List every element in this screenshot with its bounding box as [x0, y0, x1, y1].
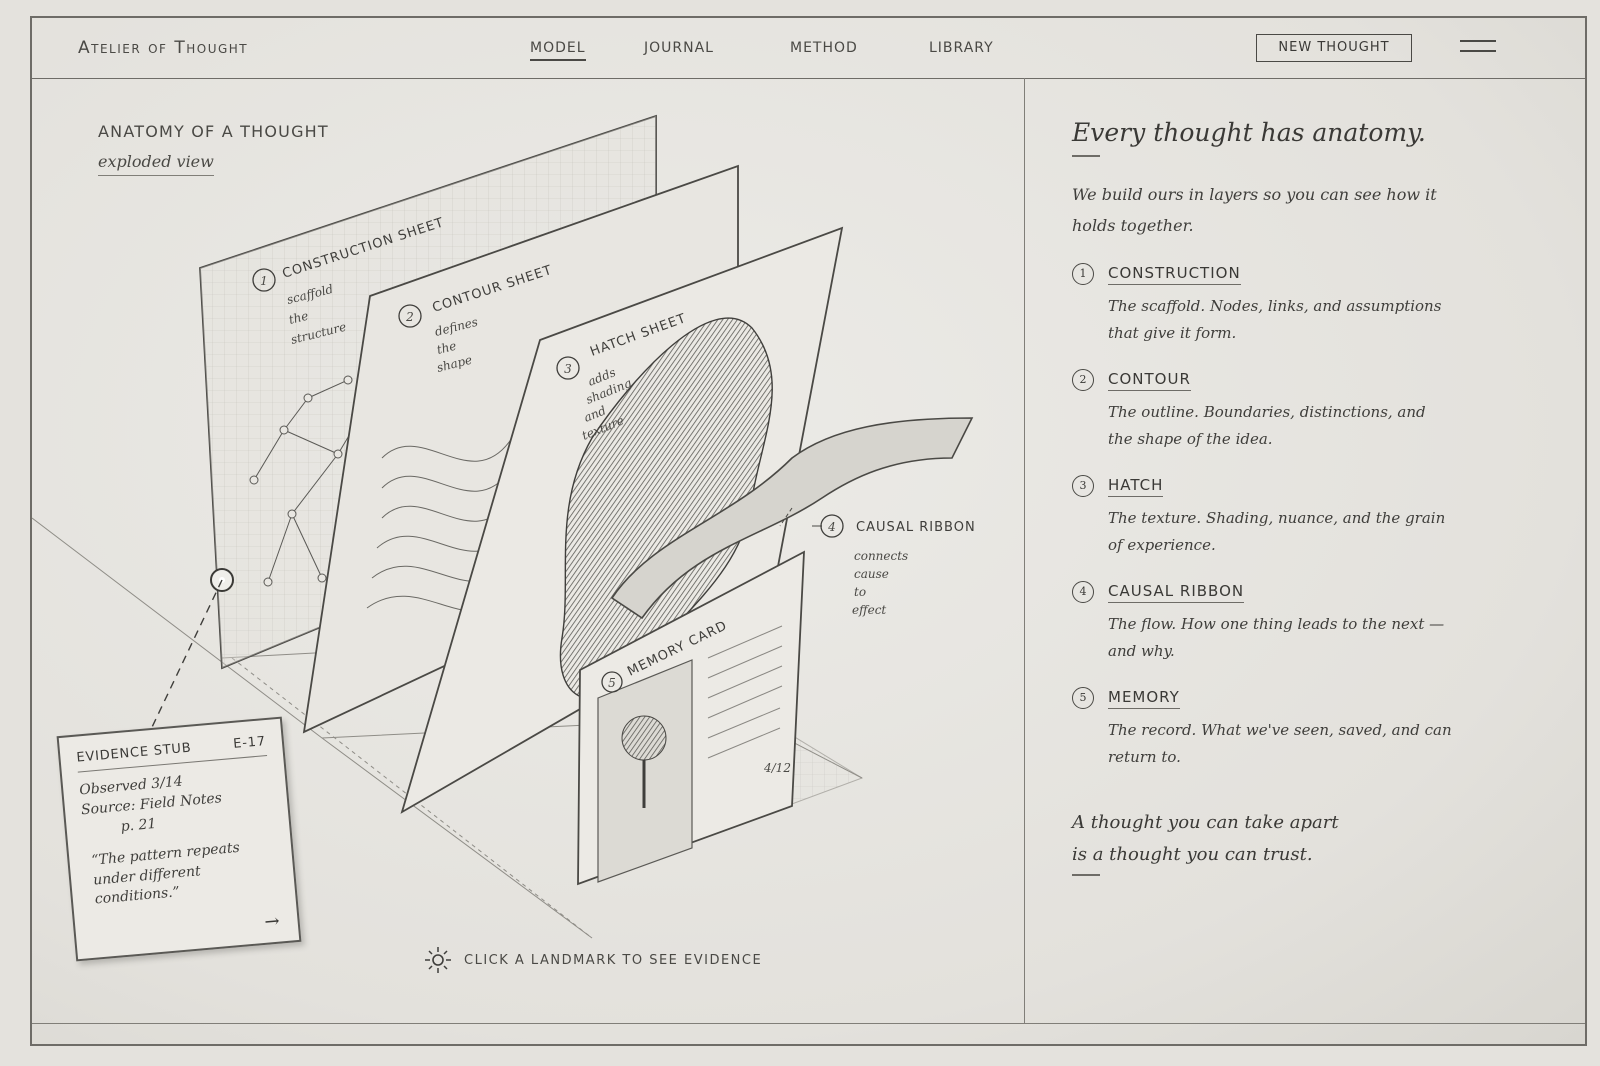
bottom-rule: [32, 1023, 1585, 1024]
layer-description: The record. What we've seen, saved, and …: [1108, 721, 1452, 767]
memory-card[interactable]: [577, 550, 805, 886]
closing-line-2: is a thought you can trust.: [1072, 843, 1313, 865]
layer-description: The outline. Boundaries, distinctions, a…: [1108, 403, 1426, 449]
layer-item-construction[interactable]: 1 Construction The scaffold. Nodes, link…: [1072, 263, 1452, 347]
evidence-stub-card[interactable]: Evidence Stub E-17 Observed 3/14 Source:…: [56, 716, 302, 962]
evidence-next-arrow-icon[interactable]: →: [263, 910, 281, 933]
nav-link-library[interactable]: Library: [929, 40, 994, 56]
layer-number: 2: [1072, 369, 1094, 392]
layer-title[interactable]: Contour: [1108, 370, 1191, 392]
layer-item-memory[interactable]: 5 Memory The record. What we've seen, sa…: [1072, 687, 1452, 771]
nav-link-method[interactable]: Method: [790, 40, 858, 56]
evidence-leader-line: [143, 579, 223, 745]
svg-text:connects: connects: [854, 549, 908, 563]
landmark-hint-text: Click a landmark to see evidence: [464, 952, 763, 968]
svg-text:3: 3: [564, 362, 572, 376]
anatomy-panel: Every thought has anatomy. We build ours…: [1072, 118, 1452, 877]
panel-intro: We build ours in layers so you can see h…: [1072, 185, 1437, 236]
sheet-label-4: 4 Causal Ribbon connects cause to effect: [812, 514, 976, 617]
svg-text:4: 4: [827, 520, 836, 534]
sun-icon: [425, 947, 451, 973]
svg-text:1: 1: [260, 274, 268, 288]
layer-number: 5: [1072, 687, 1094, 710]
layer-description: The scaffold. Nodes, links, and assumpti…: [1108, 297, 1442, 343]
diagram-subtitle: exploded view: [98, 152, 214, 176]
closing-statement: A thought you can take apart is a though…: [1072, 807, 1452, 870]
exploded-diagram: 1 Construction Sheet scaffold the struct…: [32, 114, 976, 939]
layer-title[interactable]: Hatch: [1108, 476, 1164, 498]
nav-link-journal[interactable]: Journal: [644, 40, 714, 56]
svg-text:effect: effect: [852, 603, 886, 617]
new-thought-button[interactable]: New Thought: [1256, 34, 1412, 62]
evidence-stub-title: Evidence Stub: [75, 740, 193, 766]
causal-ribbon[interactable]: [610, 417, 974, 620]
svg-text:Causal Ribbon: Causal Ribbon: [856, 520, 976, 535]
svg-text:to: to: [854, 585, 866, 599]
closing-rule: [1072, 874, 1100, 877]
page-frame: Atelier of Thought Model Journal Method …: [30, 16, 1587, 1046]
layer-title[interactable]: Construction: [1108, 264, 1241, 286]
layer-title[interactable]: Memory: [1108, 688, 1180, 710]
svg-text:the: the: [287, 309, 309, 327]
layer-description: The texture. Shading, nuance, and the gr…: [1108, 509, 1446, 555]
layer-item-causal-ribbon[interactable]: 4 Causal Ribbon The flow. How one thing …: [1072, 581, 1452, 665]
svg-text:the: the: [435, 339, 457, 357]
column-divider: [1024, 78, 1025, 1024]
hatch-sheet[interactable]: [400, 226, 844, 814]
panel-headline: Every thought has anatomy.: [1072, 118, 1426, 147]
layer-item-contour[interactable]: 2 Contour The outline. Boundaries, disti…: [1072, 369, 1452, 453]
svg-text:2: 2: [405, 310, 414, 324]
nav-link-model[interactable]: Model: [530, 40, 586, 61]
svg-text:4/12: 4/12: [763, 761, 791, 775]
top-nav: Atelier of Thought Model Journal Method …: [32, 18, 1585, 79]
svg-text:cause: cause: [854, 567, 889, 581]
hamburger-menu-icon[interactable]: [1460, 40, 1496, 56]
layer-number: 4: [1072, 581, 1094, 604]
closing-line-1: A thought you can take apart: [1072, 812, 1339, 834]
diagram-title: Anatomy of a Thought: [98, 122, 329, 141]
layer-description: The flow. How one thing leads to the nex…: [1108, 615, 1445, 661]
svg-text:5: 5: [608, 676, 616, 690]
layer-number: 1: [1072, 263, 1094, 286]
headline-rule: [1072, 155, 1100, 157]
landmark-hint: Click a landmark to see evidence: [424, 946, 762, 974]
layer-number: 3: [1072, 475, 1094, 498]
layer-item-hatch[interactable]: 3 Hatch The texture. Shading, nuance, an…: [1072, 475, 1452, 559]
evidence-stub-id: E-17: [232, 734, 267, 752]
brand-logo[interactable]: Atelier of Thought: [78, 38, 249, 58]
layer-title[interactable]: Causal Ribbon: [1108, 582, 1245, 604]
evidence-quote: “The pattern repeats under different con…: [90, 839, 241, 908]
evidence-stub-header: Evidence Stub E-17: [75, 734, 268, 773]
